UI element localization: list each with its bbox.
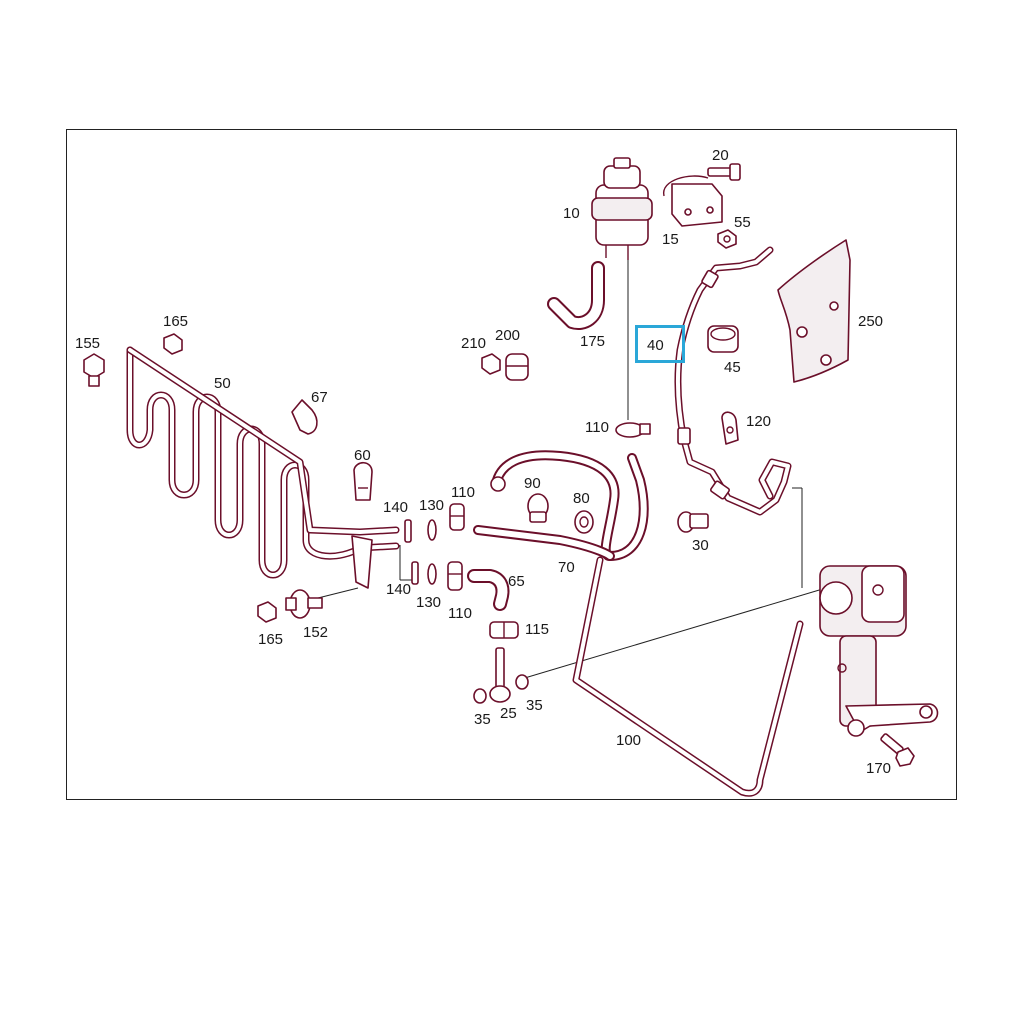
- callout-250[interactable]: 250: [858, 313, 883, 330]
- nut-part-210[interactable]: [481, 353, 501, 375]
- seal-part-140-top[interactable]: [404, 519, 412, 543]
- return-hose-part-70[interactable]: [473, 450, 649, 561]
- grommet-part-80[interactable]: [574, 510, 594, 534]
- callout-170[interactable]: 170: [866, 760, 891, 777]
- return-line-part-100[interactable]: [572, 556, 804, 797]
- clamp-part-115[interactable]: [489, 621, 519, 639]
- callout-80[interactable]: 80: [573, 490, 590, 507]
- callout-155[interactable]: 155: [75, 335, 100, 352]
- banjo-bolt-part-30[interactable]: [677, 511, 709, 533]
- diagram-frame: [66, 129, 957, 800]
- callout-10[interactable]: 10: [563, 205, 580, 222]
- nut-part-165-top[interactable]: [163, 333, 183, 355]
- callout-110-top[interactable]: 110: [451, 484, 475, 501]
- callout-200[interactable]: 200: [495, 327, 520, 344]
- oring-part-130-bottom[interactable]: [427, 563, 437, 585]
- hose-clamp-part-110[interactable]: [615, 422, 651, 438]
- callout-45[interactable]: 45: [724, 359, 741, 376]
- callout-210[interactable]: 210: [461, 335, 486, 352]
- clamp-part-110-bottom[interactable]: [447, 561, 463, 591]
- suction-hose-part[interactable]: [547, 261, 605, 330]
- bolt-part-20[interactable]: [707, 163, 741, 181]
- oil-cooler-part[interactable]: [126, 346, 400, 589]
- elbow-hose-part-65[interactable]: [467, 569, 510, 611]
- damper-part-152[interactable]: [285, 589, 323, 619]
- callout-60[interactable]: 60: [354, 447, 371, 464]
- callout-110-bottom[interactable]: 110: [448, 605, 472, 622]
- callout-100[interactable]: 100: [616, 732, 641, 749]
- nut-part-55[interactable]: [717, 229, 737, 249]
- callout-120[interactable]: 120: [746, 413, 771, 430]
- clamp-part-90[interactable]: [527, 493, 549, 523]
- reservoir-part[interactable]: [591, 157, 653, 260]
- callout-130-bottom[interactable]: 130: [416, 594, 441, 611]
- bracket-part[interactable]: [663, 175, 723, 227]
- callout-70[interactable]: 70: [558, 559, 575, 576]
- oring-part-130-top[interactable]: [427, 519, 437, 541]
- washer-part-35-right[interactable]: [515, 674, 529, 690]
- washer-part-35-left[interactable]: [473, 688, 487, 704]
- callout-140-bottom[interactable]: 140: [386, 581, 411, 598]
- callout-55[interactable]: 55: [734, 214, 751, 231]
- callout-labels: 10 15 20 55 250 40 45 175 210 200 155 16…: [75, 147, 891, 777]
- banjo-fitting-part-25[interactable]: [489, 647, 511, 703]
- callout-115[interactable]: 115: [525, 621, 549, 638]
- clamp-part-110-top[interactable]: [449, 503, 465, 531]
- pressure-hose-part[interactable]: [674, 246, 792, 516]
- highlight-box-40: [635, 325, 685, 363]
- sleeve-part-45[interactable]: [707, 325, 739, 353]
- callout-152[interactable]: 152: [303, 624, 328, 641]
- callout-175[interactable]: 175: [580, 333, 605, 350]
- callout-50[interactable]: 50: [214, 375, 231, 392]
- callout-20[interactable]: 20: [712, 147, 729, 164]
- callout-90[interactable]: 90: [524, 475, 541, 492]
- callout-165-top[interactable]: 165: [163, 313, 188, 330]
- callout-15[interactable]: 15: [662, 231, 679, 248]
- clamp-part-60[interactable]: [353, 461, 373, 501]
- callout-35-right[interactable]: 35: [526, 697, 543, 714]
- bolt-part-170[interactable]: [880, 733, 915, 767]
- callout-30[interactable]: 30: [692, 537, 709, 554]
- grommet-part-200[interactable]: [505, 353, 529, 381]
- steering-gear-part[interactable]: [819, 565, 939, 737]
- clip-part-120[interactable]: [721, 411, 739, 445]
- callout-40[interactable]: 40: [647, 337, 664, 354]
- seal-part-140-bottom[interactable]: [411, 561, 419, 585]
- nut-part-165-bottom[interactable]: [257, 601, 277, 623]
- callout-140-top[interactable]: 140: [383, 499, 408, 516]
- callout-35-left[interactable]: 35: [474, 711, 491, 728]
- clip-part-67[interactable]: [291, 399, 318, 435]
- bolt-part-155[interactable]: [83, 353, 105, 387]
- heat-shield-part[interactable]: [777, 239, 851, 383]
- callout-110-center[interactable]: 110: [585, 419, 609, 436]
- callout-67[interactable]: 67: [311, 389, 328, 406]
- callout-130-top[interactable]: 130: [419, 497, 444, 514]
- callout-165-bottom[interactable]: 165: [258, 631, 283, 648]
- callout-25[interactable]: 25: [500, 705, 517, 722]
- callout-65[interactable]: 65: [508, 573, 525, 590]
